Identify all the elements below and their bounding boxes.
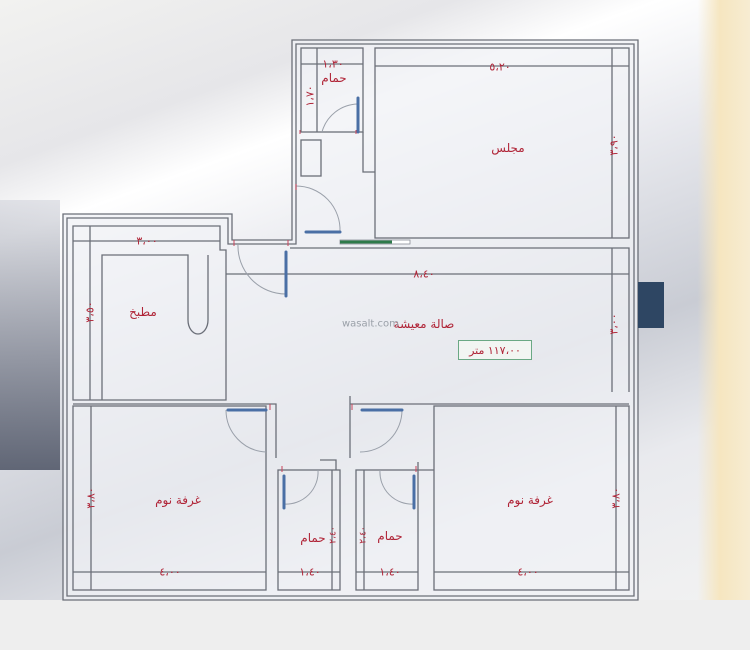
- dimension-bedroom-right-width: ٤،٠٠: [517, 565, 539, 579]
- room-label-bath-left: حمام: [300, 531, 326, 545]
- dimension-living-width: ٨،٤٠: [413, 267, 435, 281]
- dimension-bedroom-left-height: ٣،٨٠: [84, 487, 98, 509]
- dimension-majlis-width: ٥،٢٠: [489, 60, 511, 74]
- total-area-value: ١١٧،٠٠ متر: [469, 343, 521, 357]
- dimension-bedroom-right-height: ٣،٨٠: [609, 487, 623, 509]
- dimension-bath-left-height: ٢،٤٠: [328, 526, 339, 544]
- room-label-bath-top: حمام: [321, 71, 347, 85]
- watermark: wasalt.com: [342, 318, 399, 330]
- room-label-bath-right: حمام: [377, 529, 403, 543]
- dimension-bedroom-left-width: ٤،٠٠: [159, 565, 181, 579]
- room-label-majlis: مجلس: [491, 141, 525, 155]
- dimension-kitchen-width: ٣،٠٠: [136, 234, 158, 248]
- background-shade: [0, 200, 60, 470]
- room-label-bedroom-left: غرفة نوم: [155, 493, 201, 507]
- dimension-bath-right-width: ١،٤٠: [379, 565, 401, 579]
- dimension-bath-left-width: ١،٤٠: [299, 565, 321, 579]
- room-label-bedroom-right: غرفة نوم: [507, 493, 553, 507]
- room-label-living: صالة معيشة: [393, 317, 455, 331]
- room-label-kitchen: مطبخ: [129, 305, 157, 319]
- dimension-bath-top-height: ١،٧٠: [303, 85, 317, 107]
- dimension-living-height: ٣،٠٠: [607, 313, 621, 335]
- dimension-majlis-height: ٣،٩٠: [607, 134, 621, 156]
- dimension-kitchen-height: ٣،٥٠: [83, 301, 97, 323]
- total-area-badge: ١١٧،٠٠ متر: [458, 340, 532, 360]
- background-strip: [0, 600, 750, 650]
- side-navigation-tab[interactable]: [638, 282, 664, 328]
- dimension-bath-top-width: ١،٣٠: [322, 57, 344, 71]
- dimension-bath-right-height: ٢،٤٠: [358, 526, 369, 544]
